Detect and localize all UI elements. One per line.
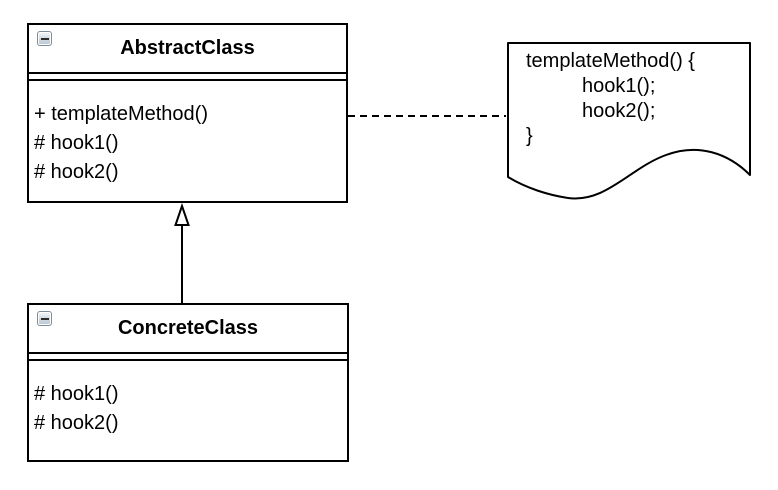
- method-label: # hook2(): [34, 161, 119, 183]
- collapse-button[interactable]: [37, 311, 52, 326]
- attributes-compartment: [29, 354, 347, 361]
- code-note: templateMethod() { hook1(); hook2(); }: [506, 41, 752, 206]
- operations-compartment: + templateMethod() # hook1() # hook2(): [29, 81, 346, 187]
- note-code-text: templateMethod() { hook1(); hook2(); }: [526, 49, 695, 149]
- operations-compartment: # hook1() # hook2(): [29, 361, 347, 438]
- attributes-compartment: [29, 74, 346, 81]
- method-label: + templateMethod(): [34, 103, 208, 125]
- class-header: ConcreteClass: [29, 305, 347, 354]
- generalization-hollow-triangle-icon: [174, 202, 190, 226]
- method-label: # hook1(): [34, 132, 119, 154]
- minus-icon: [40, 317, 49, 320]
- collapse-button[interactable]: [37, 31, 52, 46]
- note-code-line: }: [526, 125, 533, 147]
- class-header: AbstractClass: [29, 25, 346, 74]
- class-name: AbstractClass: [120, 37, 255, 59]
- class-box-abstractclass: AbstractClass + templateMethod() # hook1…: [27, 23, 348, 203]
- method-label: # hook2(): [34, 412, 119, 434]
- class-box-concreteclass: ConcreteClass # hook1() # hook2(): [27, 303, 349, 462]
- note-code-line: templateMethod() {: [526, 50, 695, 72]
- note-code-line: hook2();: [582, 100, 656, 122]
- minus-icon: [40, 37, 49, 40]
- note-code-line: hook1();: [582, 75, 656, 97]
- note-wavy-shape: [507, 42, 751, 200]
- method-label: # hook1(): [34, 383, 119, 405]
- class-name: ConcreteClass: [117, 317, 259, 339]
